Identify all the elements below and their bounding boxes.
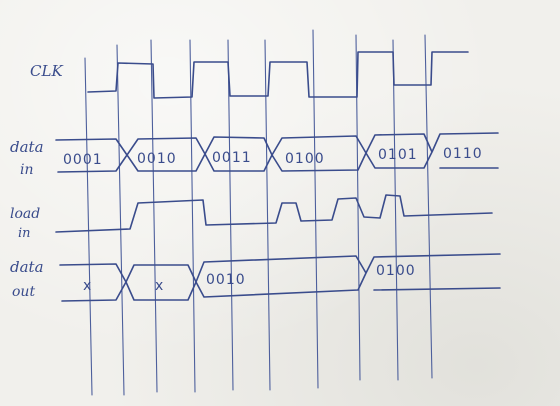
load-in-label-line2: in xyxy=(18,226,31,241)
guide-line xyxy=(116,44,125,396)
clk-label: CLK xyxy=(30,62,63,80)
data-out-label-line2: out xyxy=(12,284,35,300)
data-in-value: 0010 xyxy=(137,151,177,167)
guide-line xyxy=(227,39,234,391)
data-in-value: 0110 xyxy=(443,146,483,162)
data-in-value: 0100 xyxy=(285,151,325,167)
data-in-label-line2: in xyxy=(20,162,34,178)
guide-line xyxy=(424,34,433,379)
guide-line xyxy=(189,39,196,393)
data-out-label: data out xyxy=(10,258,44,300)
load-in-label: load in xyxy=(10,206,40,241)
data-out-value: x xyxy=(155,278,164,294)
data-out-value: 0100 xyxy=(376,263,416,279)
load-in-waveform xyxy=(55,194,493,233)
data-out-value: 0010 xyxy=(206,272,246,288)
data-in-label-line1: data xyxy=(10,138,44,156)
data-in-label: data in xyxy=(10,138,44,178)
guide-line xyxy=(312,29,319,389)
guide-line xyxy=(264,39,271,391)
clock-edge-guides xyxy=(84,29,433,396)
data-in-value: 0011 xyxy=(212,150,252,166)
data-in-value: 0001 xyxy=(63,152,103,168)
guide-line xyxy=(150,39,158,393)
data-in-bus-waveform xyxy=(55,132,499,173)
data-out-value: x xyxy=(83,278,92,294)
data-in-value: 0101 xyxy=(378,147,418,163)
clk-waveform xyxy=(87,51,469,99)
load-in-label-line1: load xyxy=(10,206,40,222)
data-out-label-line1: data xyxy=(10,258,44,276)
guide-line xyxy=(392,39,399,381)
guide-line xyxy=(84,57,93,396)
data-out-bus-waveform xyxy=(59,253,501,302)
